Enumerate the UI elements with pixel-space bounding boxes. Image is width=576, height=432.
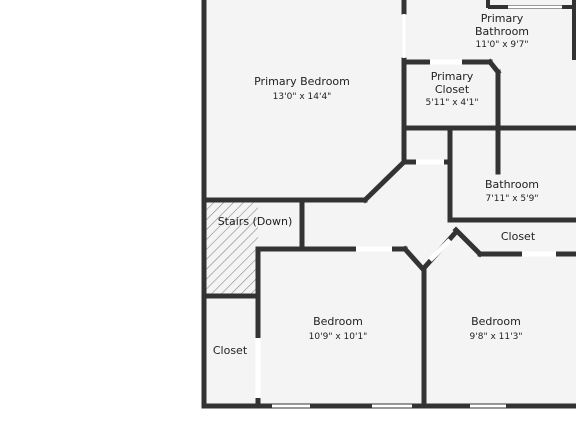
hall-closet-label: Closet [501, 230, 536, 243]
bathroom-label: Bathroom [485, 178, 539, 191]
plan-floor-fill [204, 0, 576, 406]
bathroom-dims: 7'11" x 5'9" [486, 194, 539, 204]
primary-closet-dims: 5'11" x 4'1" [426, 98, 479, 108]
bedroom-right-door [428, 238, 452, 262]
left-closet-label: Closet [213, 344, 248, 357]
bedroom-left-diagonal [401, 245, 426, 272]
primary-bathroom-dims: 11'0" x 9'7" [476, 40, 529, 50]
primary-bathroom-label-1: Primary [481, 12, 524, 25]
hall-diagonal-wall [361, 158, 408, 204]
primary-bedroom-dims: 13'0" x 14'4" [273, 92, 332, 102]
bedroom-left-label: Bedroom [313, 315, 363, 328]
bedroom-left-dims: 10'9" x 10'1" [309, 332, 368, 342]
stairs-label: Stairs (Down) [218, 215, 293, 228]
primary-bedroom-label: Primary Bedroom [254, 75, 350, 88]
hall-closet-diagonal [452, 226, 484, 258]
primary-bathroom-label-2: Bathroom [475, 25, 529, 38]
primary-closet-label-1: Primary [431, 70, 474, 83]
bedroom-right-dims: 9'8" x 11'3" [470, 332, 523, 342]
stairs-hatch [206, 202, 258, 295]
primary-closet-label-2: Closet [435, 83, 470, 96]
bedroom-right-label: Bedroom [471, 315, 521, 328]
